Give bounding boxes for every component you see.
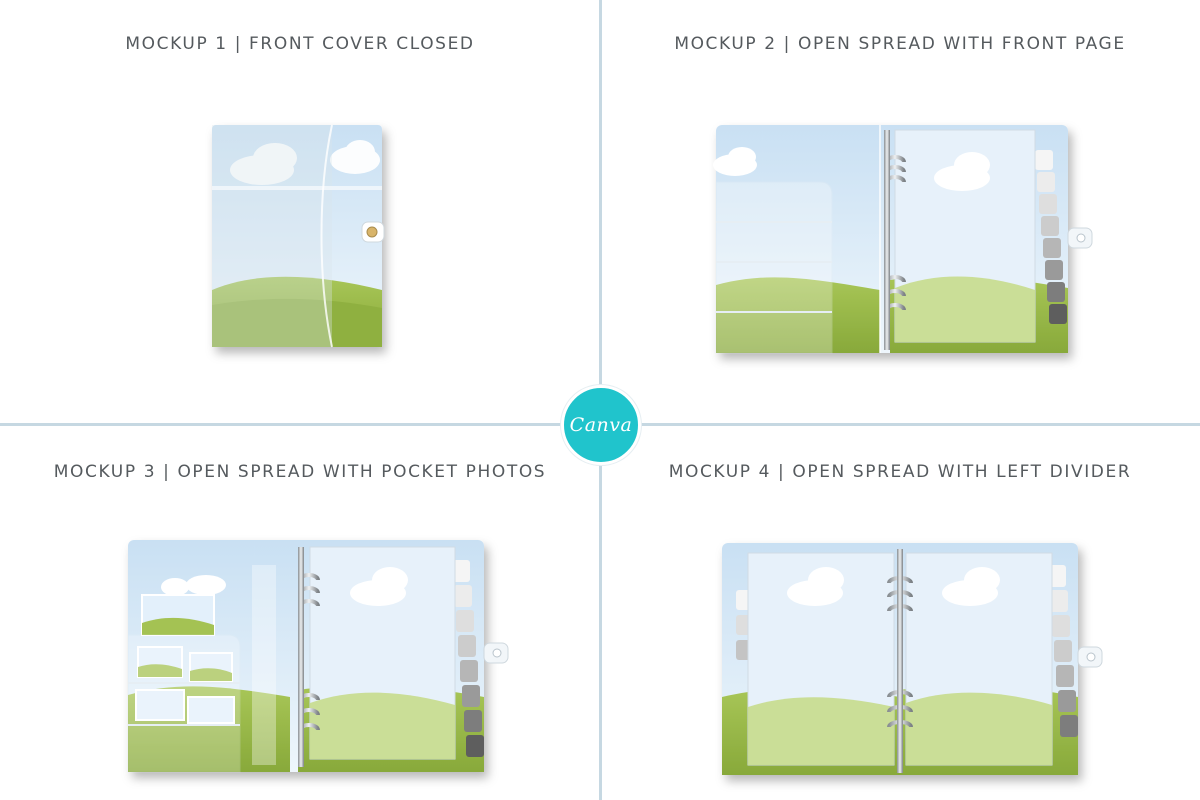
mockup-4-title: MOCKUP 4 | OPEN SPREAD WITH LEFT DIVIDER xyxy=(668,462,1132,482)
mockup-3-image xyxy=(127,540,509,773)
canva-logo: Canva xyxy=(561,385,641,465)
mockup-1-panel: MOCKUP 1 | FRONT COVER CLOSED xyxy=(0,0,600,400)
mockup-3-title: MOCKUP 3 | OPEN SPREAD WITH POCKET PHOTO… xyxy=(53,462,547,482)
mockup-3-panel: MOCKUP 3 | OPEN SPREAD WITH POCKET PHOTO… xyxy=(0,425,600,800)
mockup-2-image xyxy=(713,125,1093,354)
mockup-1-image xyxy=(212,124,385,348)
canva-logo-text: Canva xyxy=(569,414,633,436)
mockup-4-image xyxy=(722,543,1103,775)
mockup-1-title: MOCKUP 1 | FRONT COVER CLOSED xyxy=(125,34,475,54)
mockup-2-panel: MOCKUP 2 | OPEN SPREAD WITH FRONT PAGE xyxy=(600,0,1200,400)
mockup-2-title: MOCKUP 2 | OPEN SPREAD WITH FRONT PAGE xyxy=(674,34,1126,54)
mockup-4-panel: MOCKUP 4 | OPEN SPREAD WITH LEFT DIVIDER xyxy=(600,425,1200,800)
